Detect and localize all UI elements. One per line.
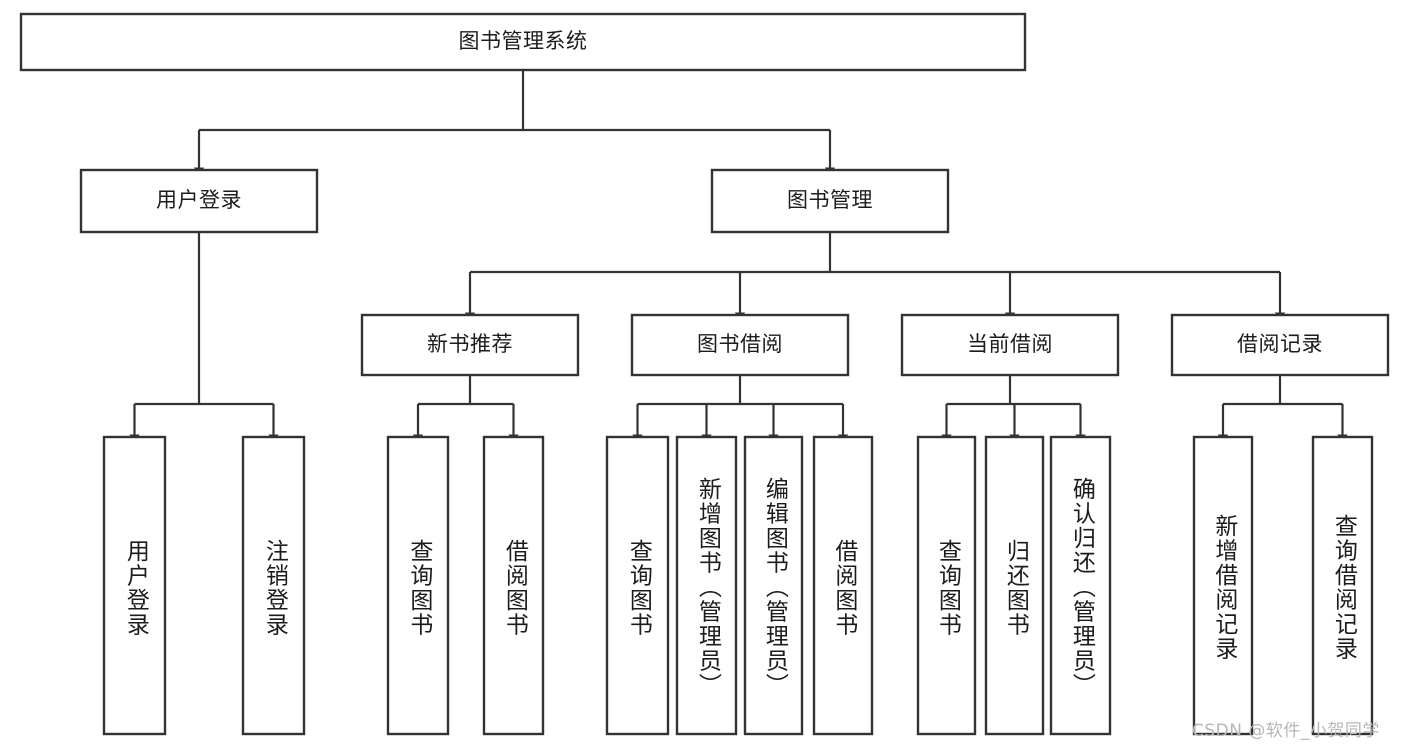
- node-box-current-borrow[interactable]: [900, 313, 1120, 377]
- node-box-bb-query-book[interactable]: [605, 435, 670, 736]
- node-box-bb-add-book[interactable]: [675, 435, 738, 736]
- node-box-cb-return-book[interactable]: [984, 435, 1045, 736]
- node-box-bb-edit-book[interactable]: [743, 435, 804, 736]
- node-box-logout-leaf[interactable]: [241, 435, 306, 736]
- box-layer: [19, 12, 1390, 736]
- node-box-new-book-recommend[interactable]: [360, 313, 580, 377]
- node-box-cb-query-book[interactable]: [916, 435, 977, 736]
- node-box-br-add-record[interactable]: [1192, 435, 1254, 736]
- node-box-nb-borrow-book[interactable]: [482, 435, 545, 736]
- node-box-cb-confirm-return[interactable]: [1049, 435, 1112, 736]
- node-box-borrow-record[interactable]: [1170, 313, 1390, 377]
- connector-layer: [129, 70, 1348, 444]
- node-box-book-management[interactable]: [710, 168, 950, 234]
- node-box-nb-query-book[interactable]: [386, 435, 450, 736]
- node-box-user-login[interactable]: [79, 168, 319, 234]
- watermark: CSDN @软件_小贺同学: [1192, 721, 1380, 741]
- node-box-br-query-record[interactable]: [1311, 435, 1374, 736]
- node-box-bb-borrow-book[interactable]: [812, 435, 874, 736]
- node-box-user-login-leaf[interactable]: [102, 435, 167, 736]
- node-box-book-borrow[interactable]: [630, 313, 850, 377]
- node-box-root[interactable]: [19, 12, 1027, 72]
